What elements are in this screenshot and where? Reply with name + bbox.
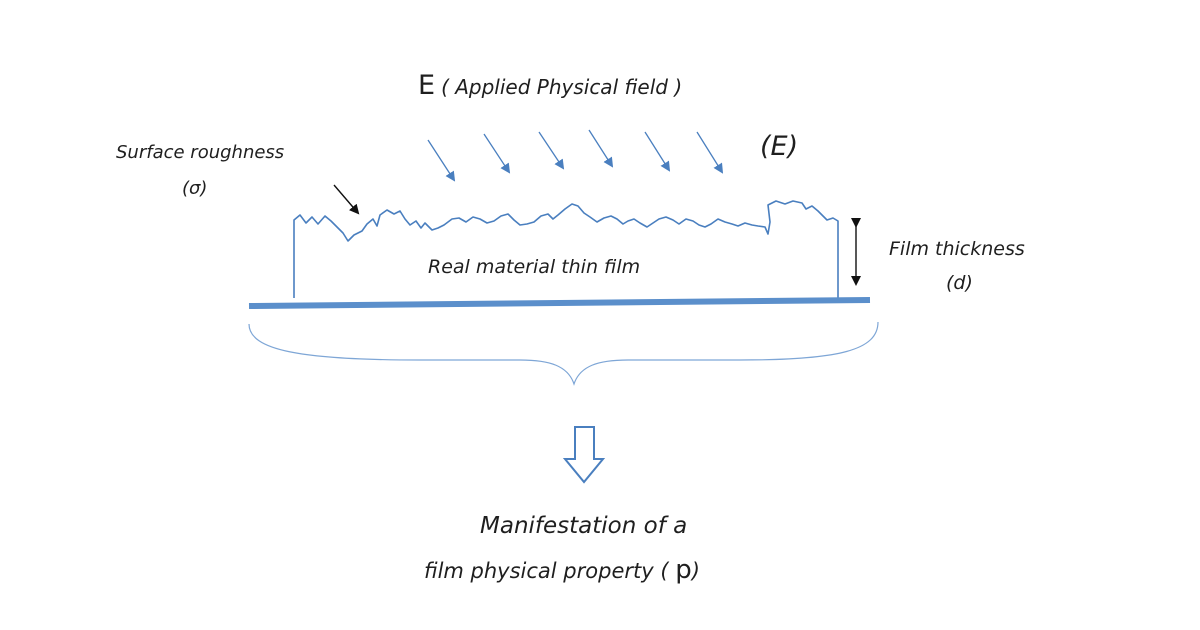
thin-film-outline xyxy=(293,200,839,298)
result-close-paren: ) xyxy=(691,559,700,583)
surface-roughness-label: Surface roughness xyxy=(116,142,285,163)
result-line-2-text: film physical property ( xyxy=(424,559,669,583)
curly-brace xyxy=(248,321,879,386)
substrate-line xyxy=(248,297,871,309)
thin-film-label: Real material thin film xyxy=(428,256,641,278)
field-arrow-6 xyxy=(696,131,724,174)
result-line-2: film physical property ( p) xyxy=(424,555,700,585)
field-arrow-1 xyxy=(427,139,456,182)
field-arrow-5 xyxy=(644,131,671,172)
applied-field-label: E( Applied Physical field ) xyxy=(418,70,682,101)
field-symbol-label: (E) xyxy=(760,131,799,162)
roughness-pointer-arrow xyxy=(333,184,360,215)
film-thickness-symbol: (d) xyxy=(946,272,973,294)
surface-roughness-symbol: (σ) xyxy=(182,178,208,199)
result-down-arrow xyxy=(562,426,606,484)
film-thickness-label: Film thickness xyxy=(889,238,1025,260)
applied-field-arrows xyxy=(427,129,724,182)
field-symbol: E xyxy=(418,70,436,101)
field-arrow-2 xyxy=(483,133,511,174)
result-line-1: Manifestation of a xyxy=(480,513,688,539)
field-description: ( Applied Physical field ) xyxy=(441,75,683,99)
property-symbol: p xyxy=(675,555,692,585)
field-arrow-3 xyxy=(538,131,565,170)
field-arrow-4 xyxy=(588,129,614,168)
